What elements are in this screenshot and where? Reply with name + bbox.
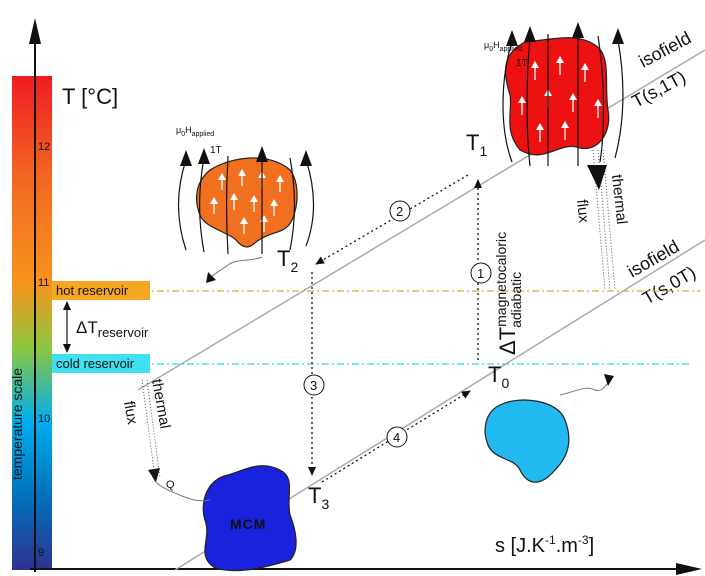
cyan-material-block	[484, 399, 570, 483]
field-arrow-icon	[612, 28, 624, 44]
orange-heat-squiggle	[209, 256, 263, 279]
delta-reservoir-label: ΔTreservoir	[76, 318, 149, 340]
field-arrow-icon	[300, 150, 312, 166]
svg-text:2: 2	[396, 204, 403, 219]
red-block-arrows	[518, 56, 602, 142]
tick-9: 9	[38, 547, 44, 559]
left-flux-label-thermal: thermal	[148, 378, 173, 430]
point-t2: T2	[277, 246, 298, 275]
step-1-badge: 1	[470, 262, 492, 284]
field-value-orange: 1T	[210, 145, 222, 156]
svg-text:3: 3	[310, 378, 317, 393]
step-4-badge: 4	[386, 426, 408, 448]
field-arrow-icon	[524, 26, 536, 42]
right-flux-label-thermal: thermal	[608, 174, 630, 226]
point-t0: T0	[488, 362, 509, 391]
mcm-block: MCM	[202, 465, 297, 572]
svg-text:1: 1	[477, 266, 484, 281]
right-flux-lines	[592, 149, 616, 291]
isofield-upper-curve: T(s,1T)	[628, 67, 689, 112]
field-arrow-icon	[198, 148, 210, 164]
hot-reservoir-label: hot reservoir	[56, 283, 129, 298]
step-3-badge: 3	[303, 374, 325, 396]
field-arrow-icon	[506, 30, 518, 46]
cold-reservoir-tag	[52, 354, 150, 373]
s-axis-label: s [J.K-1.m-3]	[495, 533, 594, 557]
temperature-scale-label: temperature scale	[9, 368, 25, 480]
q-label: Q	[166, 479, 175, 491]
delta-down-arrow-icon	[63, 344, 71, 353]
step2-arrow	[315, 174, 469, 265]
left-flux-label-flux: flux	[120, 400, 141, 426]
heat-arrow-icon	[206, 272, 216, 283]
field-label-red: μ0Happlied	[484, 40, 522, 53]
cold-reservoir-label: cold reservoir	[56, 356, 135, 371]
tick-11: 11	[38, 277, 49, 289]
delta-up-arrow-icon	[63, 301, 71, 310]
field-arrow-icon	[572, 22, 584, 38]
temperature-color-bar	[12, 76, 52, 570]
tick-10: 10	[38, 413, 50, 425]
step-2-badge: 2	[389, 200, 411, 222]
field-arrow-icon	[256, 146, 268, 162]
right-flux-arrow-icon	[587, 165, 607, 190]
adiabatic-delta-label: ΔTmagnetocaloricadiabatic	[493, 232, 524, 355]
field-label-orange: μ0Happlied	[176, 125, 214, 138]
orange-block-field-lines	[177, 155, 315, 255]
orange-material-block	[196, 157, 298, 248]
s-axis-arrow-icon	[676, 563, 702, 575]
q-arrow-icon	[148, 468, 160, 482]
t-axis-label: T [°C]	[62, 84, 118, 109]
field-value-red: 1T	[516, 58, 528, 69]
isofield-1t-line	[137, 49, 705, 391]
heat-arrow-icon	[604, 374, 614, 386]
t-axis-arrow-icon	[29, 18, 41, 44]
point-t1: T1	[466, 130, 487, 159]
q-heat-squiggle	[151, 471, 211, 502]
hot-reservoir-tag	[52, 281, 150, 300]
field-arrow-icon	[180, 150, 192, 166]
mcm-label: MCM	[230, 516, 266, 532]
cyan-heat-squiggle	[559, 379, 611, 396]
right-flux-label-flux: flux	[573, 199, 592, 224]
red-block-field-lines	[502, 34, 624, 167]
isofield-upper-label: isofield	[635, 28, 694, 72]
svg-text:4: 4	[393, 430, 400, 445]
tick-12: 12	[38, 141, 50, 153]
red-material-block	[504, 37, 610, 156]
point-t3: T3	[308, 483, 329, 512]
